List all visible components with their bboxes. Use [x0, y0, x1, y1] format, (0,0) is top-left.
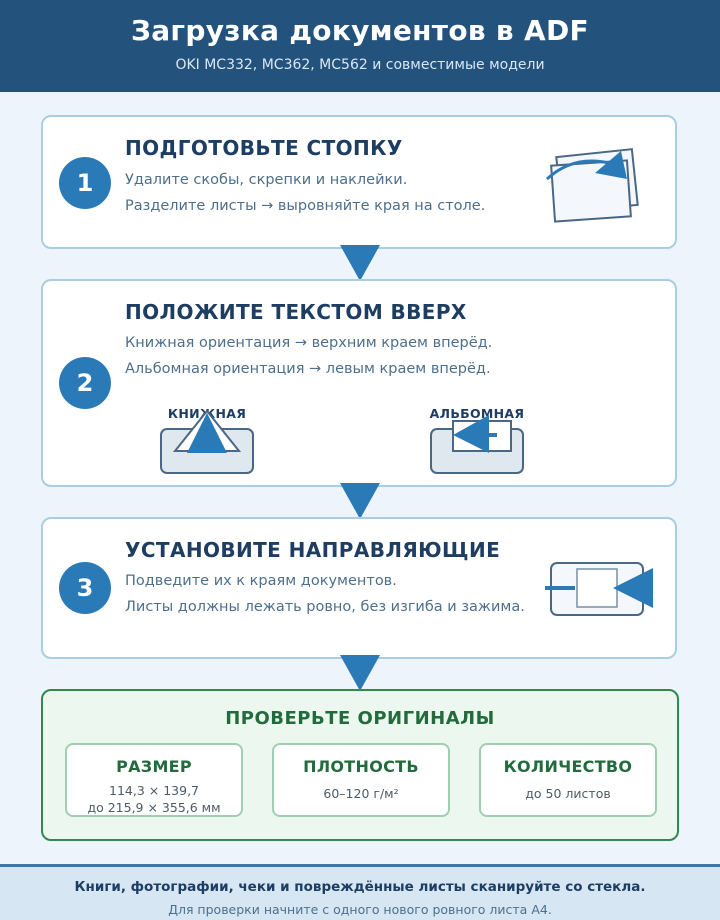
spec-size: РАЗМЕР 114,3 × 139,7 до 215,9 × 355,6 мм: [65, 743, 243, 817]
landscape-feed-icon: [430, 415, 524, 474]
spec-label: ПЛОТНОСТЬ: [303, 757, 419, 776]
spec-weight: ПЛОТНОСТЬ 60–120 г/м²: [272, 743, 450, 817]
step-text: Удалите скобы, скрепки и наклейки.: [125, 172, 408, 188]
step-text: Альбомная ориентация → левым краем вперё…: [125, 361, 491, 377]
step-card-2: 2 ПОЛОЖИТЕ ТЕКСТОМ ВВЕРХ Книжная ориента…: [41, 279, 677, 487]
step-number-badge: 1: [59, 157, 111, 209]
step-title: ПОЛОЖИТЕ ТЕКСТОМ ВВЕРХ: [125, 300, 467, 324]
portrait-feed-icon: [160, 409, 254, 474]
step-card-3: 3 УСТАНОВИТЕ НАПРАВЛЯЮЩИЕ Подведите их к…: [41, 517, 677, 659]
page-subtitle: OKI MC332, MC362, MC562 и совместимые мо…: [175, 57, 545, 73]
step-text: Листы должны лежать ровно, без изгиба и …: [125, 599, 525, 615]
down-arrow-icon: [340, 483, 380, 519]
spec-value: до 215,9 × 355,6 мм: [87, 800, 221, 815]
step-title: ПОДГОТОВЬТЕ СТОПКУ: [125, 136, 403, 160]
footer-note: Книги, фотографии, чеки и повреждённые л…: [0, 864, 720, 920]
check-title: ПРОВЕРЬТЕ ОРИГИНАЛЫ: [225, 708, 495, 729]
spec-label: РАЗМЕР: [116, 757, 192, 776]
spec-value: 60–120 г/м²: [323, 786, 399, 801]
down-arrow-icon: [340, 245, 380, 281]
header: Загрузка документов в ADF OKI MC332, MC3…: [0, 0, 720, 92]
orientation-label-landscape: АЛЬБОМНАЯ: [429, 406, 525, 421]
spec-label: КОЛИЧЕСТВО: [503, 757, 633, 776]
step-title: УСТАНОВИТЕ НАПРАВЛЯЮЩИЕ: [125, 538, 501, 562]
paper-guide-icon: [545, 562, 653, 616]
footer-warning: Книги, фотографии, чеки и повреждённые л…: [74, 879, 646, 895]
step-number-badge: 3: [59, 562, 111, 614]
spec-quantity: КОЛИЧЕСТВО до 50 листов: [479, 743, 657, 817]
step-text: Подведите их к краям документов.: [125, 573, 397, 589]
step-number-badge: 2: [59, 357, 111, 409]
step-text: Книжная ориентация → верхним краем вперё…: [125, 335, 493, 351]
spec-value: 114,3 × 139,7: [109, 783, 199, 798]
down-arrow-icon: [340, 655, 380, 691]
paper-stack-icon: [545, 148, 639, 223]
spec-value: до 50 листов: [525, 786, 611, 801]
page-title: Загрузка документов в ADF: [131, 14, 589, 47]
step-text: Разделите листы → выровняйте края на сто…: [125, 198, 486, 214]
footer-tip: Для проверки начните с одного нового ров…: [168, 902, 552, 917]
check-originals-panel: ПРОВЕРЬТЕ ОРИГИНАЛЫ РАЗМЕР 114,3 × 139,7…: [41, 689, 679, 841]
step-card-1: 1 ПОДГОТОВЬТЕ СТОПКУ Удалите скобы, скре…: [41, 115, 677, 249]
